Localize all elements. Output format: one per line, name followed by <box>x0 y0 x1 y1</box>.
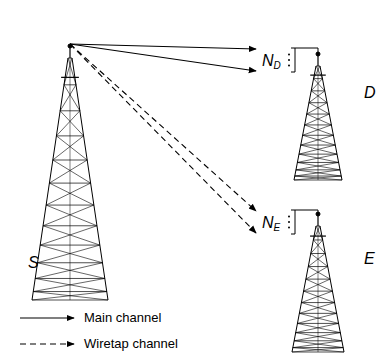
eavesdropper-tower <box>292 212 344 352</box>
main-channel <box>70 44 256 71</box>
feed-line <box>295 210 318 214</box>
feed-line <box>295 48 318 54</box>
wiretap-channel <box>70 44 256 233</box>
legend-text: Main channel <box>84 310 161 325</box>
legend-text: Wiretap channel <box>84 336 178 351</box>
tower-label: E <box>364 250 375 268</box>
antenna-array: ND <box>256 46 299 74</box>
legend-sample <box>20 317 74 318</box>
antenna-count: NE <box>262 214 280 234</box>
node-label: S <box>28 254 39 272</box>
legend-sample <box>20 343 74 344</box>
antenna-count: ND <box>262 52 281 72</box>
source-node: S <box>20 44 120 289</box>
antenna-array: NE <box>256 208 299 236</box>
tower-label: D <box>364 84 376 102</box>
wiretap-channel <box>70 44 256 211</box>
receiver-tower <box>294 52 342 180</box>
transmitter-tower <box>32 44 108 300</box>
